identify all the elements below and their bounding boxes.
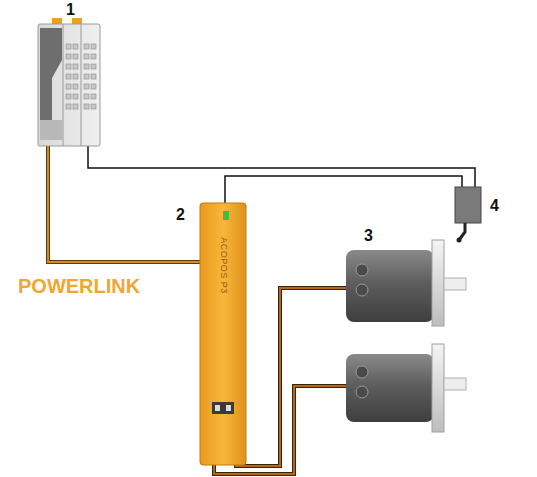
plc-divider xyxy=(81,24,82,146)
powerlink-cable xyxy=(48,145,201,262)
cables xyxy=(48,145,475,474)
terminal-grid xyxy=(66,44,96,109)
motor-flange xyxy=(432,240,444,326)
motor-shaft xyxy=(444,378,466,390)
callout-number: 3 xyxy=(364,228,373,244)
plc-controller xyxy=(38,18,100,146)
plc-front xyxy=(40,28,62,120)
callout-number: 1 xyxy=(66,2,75,18)
motor-body xyxy=(346,250,434,322)
drive-connector-pin xyxy=(215,405,220,411)
status-led xyxy=(223,211,229,220)
bus-name: POWERLINK xyxy=(18,276,140,296)
motor-port xyxy=(356,264,368,276)
device-name: ACOPOS P3 xyxy=(219,237,228,294)
motor-cable xyxy=(236,288,346,466)
drive-connector xyxy=(212,402,234,414)
callout-number: 2 xyxy=(176,207,185,223)
sensor-tip xyxy=(457,238,462,243)
callout-number: 4 xyxy=(490,198,499,214)
servo-motor xyxy=(346,344,466,432)
plc-divider xyxy=(63,24,64,146)
motor-port xyxy=(356,386,368,398)
plc-front xyxy=(40,120,62,140)
motor-cable-core xyxy=(236,288,346,466)
sensor-probe xyxy=(459,223,465,240)
drive-connector-pin xyxy=(226,405,231,411)
servo-motor xyxy=(346,240,466,326)
servo-drive xyxy=(200,203,246,465)
motor-shaft xyxy=(444,278,466,290)
sensor-body xyxy=(455,187,481,223)
motor-body xyxy=(346,354,434,422)
powerlink-cable-core xyxy=(48,145,201,262)
sensor xyxy=(455,187,481,243)
motor-port xyxy=(356,366,368,378)
sensor-cable xyxy=(225,176,462,205)
motor-port xyxy=(356,284,368,296)
plc-body xyxy=(38,24,100,146)
drive-housing: ACOPOS P3 xyxy=(200,203,246,465)
drive-body xyxy=(200,203,246,465)
sensor-cable xyxy=(88,145,475,188)
motor-flange xyxy=(432,344,444,432)
